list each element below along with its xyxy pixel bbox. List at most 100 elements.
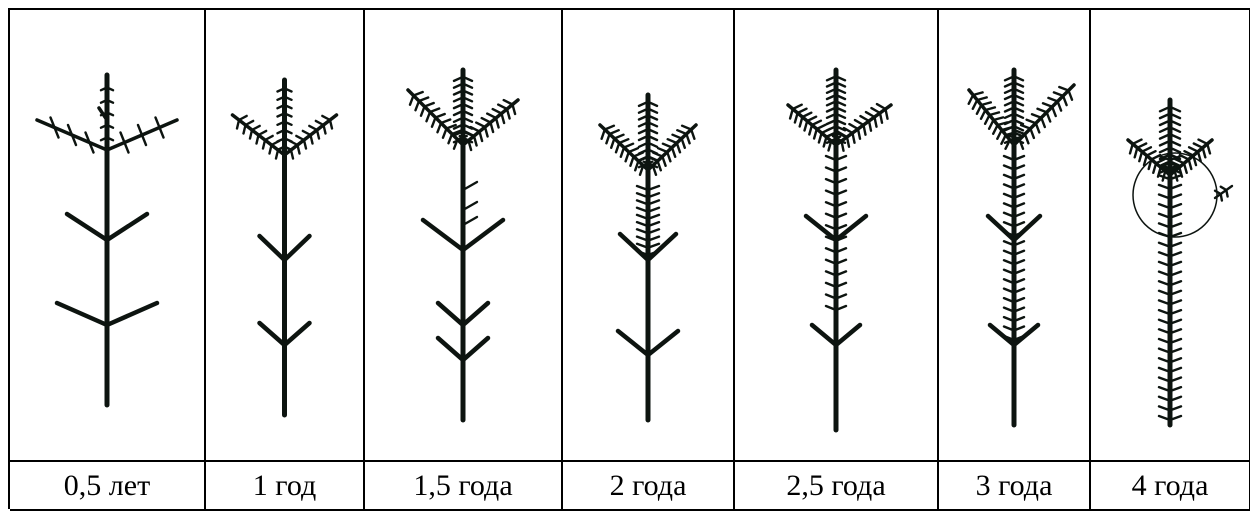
needle bbox=[682, 139, 685, 148]
needle bbox=[673, 135, 682, 139]
needle bbox=[611, 139, 614, 148]
needle bbox=[276, 150, 278, 159]
needle bbox=[624, 144, 633, 148]
needle bbox=[1135, 148, 1138, 158]
illustration-row bbox=[10, 10, 1250, 461]
plant-drawing-1 bbox=[10, 10, 204, 460]
needle bbox=[1147, 151, 1156, 155]
needle bbox=[860, 116, 869, 121]
needle bbox=[1069, 91, 1073, 100]
needle bbox=[474, 136, 477, 146]
needle bbox=[487, 114, 496, 118]
needle bbox=[1043, 103, 1052, 107]
needle bbox=[252, 126, 260, 130]
needle bbox=[667, 152, 670, 161]
whorl-branch bbox=[438, 338, 463, 360]
needle bbox=[1184, 163, 1187, 173]
needle bbox=[871, 108, 880, 113]
whorl-branch bbox=[260, 236, 285, 260]
needle bbox=[981, 110, 985, 119]
needle bbox=[630, 157, 633, 166]
needle bbox=[663, 144, 672, 148]
needle bbox=[1203, 148, 1206, 158]
needle bbox=[798, 109, 807, 113]
whorl-branch bbox=[285, 236, 310, 260]
needle bbox=[498, 105, 507, 109]
needle bbox=[973, 92, 983, 95]
needle bbox=[990, 112, 1000, 115]
plant-sketch bbox=[1128, 100, 1232, 425]
plant-drawing-6 bbox=[939, 10, 1089, 460]
needle bbox=[805, 121, 808, 131]
needle bbox=[1025, 134, 1029, 143]
stage-label-4: 2 года bbox=[562, 461, 734, 510]
whorl-branch bbox=[423, 220, 463, 250]
needle bbox=[849, 124, 858, 129]
needle bbox=[616, 143, 619, 152]
needle bbox=[814, 129, 817, 139]
stage-illustration-4 bbox=[562, 10, 734, 461]
needle bbox=[994, 117, 1004, 120]
needle bbox=[847, 137, 849, 147]
needle bbox=[427, 112, 431, 121]
whorl-branch bbox=[285, 323, 310, 345]
needle bbox=[324, 125, 326, 134]
growth-stages-table: 0,5 лет 1 год 1,5 года 2 года 2,5 года 3… bbox=[10, 10, 1250, 511]
needle bbox=[606, 134, 609, 143]
needle bbox=[1047, 112, 1051, 121]
needle bbox=[658, 148, 667, 152]
needle bbox=[793, 105, 802, 109]
needle bbox=[1133, 140, 1142, 144]
stage-illustration-1 bbox=[10, 10, 205, 461]
needle bbox=[877, 104, 886, 109]
needle bbox=[1041, 118, 1045, 127]
needle bbox=[265, 136, 273, 140]
needle bbox=[981, 102, 991, 105]
needle bbox=[858, 129, 860, 139]
needle bbox=[1207, 144, 1210, 154]
stage-illustration-7 bbox=[1090, 10, 1250, 461]
needle bbox=[421, 107, 425, 116]
needle bbox=[438, 123, 442, 132]
needle bbox=[316, 121, 324, 125]
needle bbox=[263, 140, 265, 149]
whorl-branch bbox=[260, 323, 285, 345]
needle bbox=[993, 125, 997, 134]
needle bbox=[809, 125, 812, 135]
needle bbox=[296, 136, 304, 140]
needle bbox=[691, 130, 694, 139]
needle bbox=[250, 130, 252, 139]
needle bbox=[436, 114, 445, 118]
needle bbox=[496, 118, 499, 128]
needle bbox=[1199, 140, 1208, 144]
plant-drawing-2 bbox=[206, 10, 363, 460]
needle bbox=[482, 118, 491, 122]
needle bbox=[1002, 127, 1012, 130]
needle bbox=[626, 152, 629, 161]
needle bbox=[237, 120, 239, 129]
needle bbox=[812, 121, 821, 125]
needle bbox=[819, 133, 822, 143]
needle bbox=[1137, 144, 1146, 148]
needle bbox=[1215, 191, 1221, 194]
needle bbox=[502, 114, 505, 124]
whorl-branch bbox=[812, 325, 836, 345]
needle bbox=[977, 105, 981, 114]
whorl-branch bbox=[107, 303, 157, 325]
plant-sketch bbox=[233, 80, 337, 415]
needle bbox=[1130, 144, 1133, 154]
needle bbox=[330, 120, 332, 129]
plant-sketch bbox=[788, 70, 891, 430]
needle bbox=[802, 113, 811, 117]
needle bbox=[121, 133, 125, 143]
needle bbox=[668, 139, 677, 143]
needle bbox=[317, 130, 319, 139]
stage-illustration-2 bbox=[205, 10, 364, 461]
needle bbox=[662, 157, 665, 166]
needle bbox=[880, 113, 882, 123]
needle bbox=[290, 141, 298, 145]
stage-label-1: 0,5 лет bbox=[10, 461, 205, 510]
stage-label-5: 2,5 года bbox=[734, 461, 938, 510]
needle bbox=[1189, 159, 1192, 169]
whorl-branch bbox=[1014, 216, 1040, 240]
